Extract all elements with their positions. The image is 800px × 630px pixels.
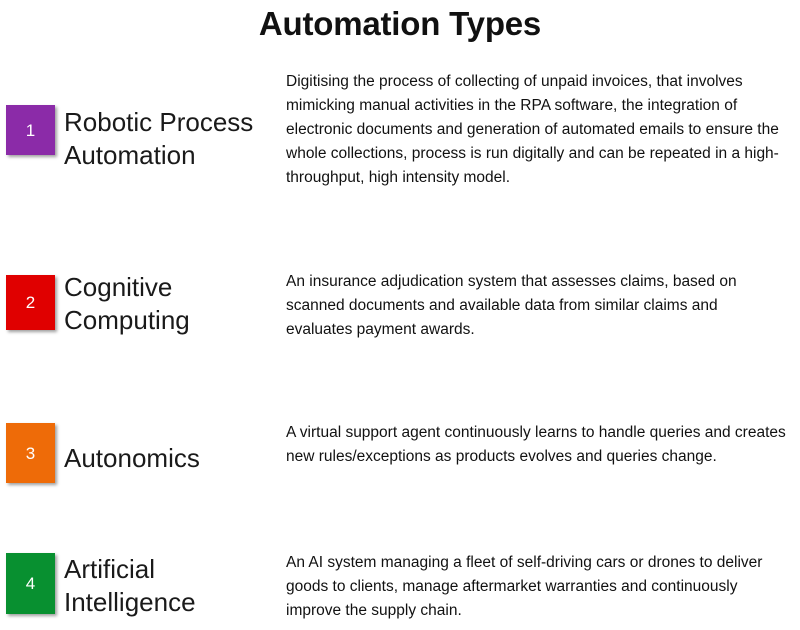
number-badge-1: 1 (6, 105, 55, 155)
category-title-2: Cognitive Computing (64, 272, 190, 335)
category-description-4: An AI system managing a fleet of self-dr… (286, 554, 763, 619)
category-title-4: Artificial Intelligence (64, 554, 196, 617)
page-title: Automation Types (258, 5, 542, 42)
category-description-1: Digitising the process of collecting of … (286, 73, 779, 186)
category-title-3: Autonomics (64, 443, 200, 473)
category-description-3: A virtual support agent continuously lea… (286, 424, 786, 465)
category-description-2: An insurance adjudication system that as… (286, 273, 737, 338)
number-badge-3: 3 (6, 423, 55, 483)
category-title-1: Robotic Process Automation (64, 107, 254, 170)
number-badge-4: 4 (6, 553, 55, 614)
list-item: 2 Cognitive Computing An insurance adjud… (0, 264, 800, 364)
list-item: 3 Autonomics A virtual support agent con… (0, 418, 800, 518)
number-badge-2: 2 (6, 275, 55, 330)
list-item: 1 Robotic Process Automation Digitising … (0, 66, 800, 226)
list-item: 4 Artificial Intelligence An AI system m… (0, 548, 800, 630)
